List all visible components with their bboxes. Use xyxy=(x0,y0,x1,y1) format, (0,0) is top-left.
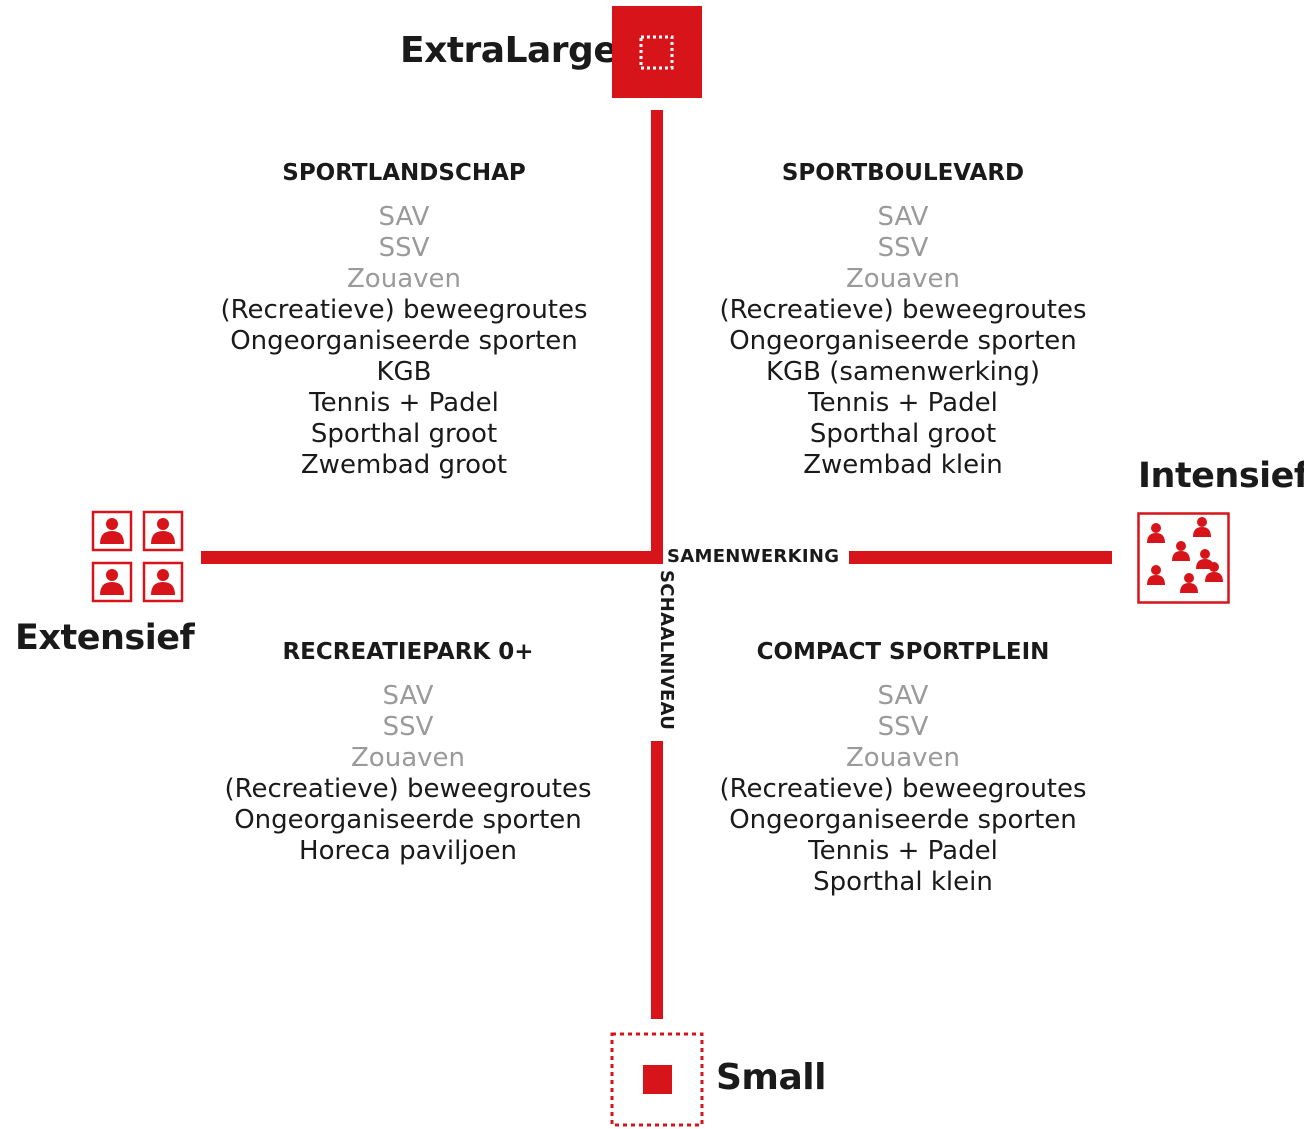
quadrant-title: SPORTBOULEVARD xyxy=(781,160,1025,186)
quadrant-title: COMPACT SPORTPLEIN xyxy=(756,639,1050,665)
horizontal-axis-right-bar xyxy=(849,551,1112,564)
extralarge-scale-icon xyxy=(612,6,702,98)
quadrant-item: Sporthal klein xyxy=(813,867,993,897)
axis-label-top: ExtraLarge xyxy=(400,30,618,71)
quadrant-item: Horeca paviljoen xyxy=(299,836,517,866)
quadrant-title: SPORTLANDSCHAP xyxy=(282,160,526,186)
quadrant-item: Zwembad klein xyxy=(803,450,1003,480)
horizontal-axis-caption: SAMENWERKING xyxy=(667,546,840,567)
quadrant-item: Ongeorganiseerde sporten xyxy=(230,326,578,356)
vertical-axis-bottom-bar xyxy=(651,741,663,1019)
quadrant-item: SAV xyxy=(382,681,434,711)
quadrant-item: Sporthal groot xyxy=(809,419,997,449)
quadrant-item: SSV xyxy=(378,233,430,263)
quadrant-item: SAV xyxy=(877,202,929,232)
quadrant-item: Zwembad groot xyxy=(300,450,508,480)
quadrant-title: RECREATIEPARK 0+ xyxy=(282,639,534,665)
small-scale-icon xyxy=(610,1032,704,1128)
quadrant-item: (Recreatieve) beweegroutes xyxy=(220,295,588,325)
axis-label-bottom: Small xyxy=(716,1057,826,1098)
quadrant-item: SSV xyxy=(382,712,434,742)
intensive-crowd-icon xyxy=(1137,512,1230,604)
quadrant-item: Tennis + Padel xyxy=(309,388,499,418)
quadrant-item: Zouaven xyxy=(846,743,960,773)
quadrant-item: (Recreatieve) beweegroutes xyxy=(719,774,1087,804)
quadrant-item: Tennis + Padel xyxy=(808,836,998,866)
quadrant-item: SSV xyxy=(877,233,929,263)
quadrant-item: KGB (samenwerking) xyxy=(765,357,1041,387)
quadrant-item: Ongeorganiseerde sporten xyxy=(729,326,1077,356)
quadrant-item: Zouaven xyxy=(347,264,461,294)
quadrant-item: Zouaven xyxy=(351,743,465,773)
quadrant-item: SSV xyxy=(877,712,929,742)
vertical-axis-top-bar xyxy=(651,110,663,557)
quadrant-item: SAV xyxy=(378,202,430,232)
quadrant-item: (Recreatieve) beweegroutes xyxy=(719,295,1087,325)
vertical-axis-caption: SCHAALNIVEAU xyxy=(656,570,677,731)
axis-label-left: Extensief xyxy=(15,618,195,658)
horizontal-axis-left-bar xyxy=(201,551,663,564)
quadrant-item: Sporthal groot xyxy=(310,419,498,449)
quadrant-item: SAV xyxy=(877,681,929,711)
quadrant-item: Ongeorganiseerde sporten xyxy=(729,805,1077,835)
axis-label-right: Intensief xyxy=(1138,456,1304,496)
quadrant-item: Zouaven xyxy=(846,264,960,294)
quadrant-item: KGB xyxy=(376,357,432,387)
quadrant-item: (Recreatieve) beweegroutes xyxy=(224,774,592,804)
quadrant-item: Tennis + Padel xyxy=(808,388,998,418)
quadrant-item: Ongeorganiseerde sporten xyxy=(234,805,582,835)
extensive-groups-icon xyxy=(91,510,185,604)
